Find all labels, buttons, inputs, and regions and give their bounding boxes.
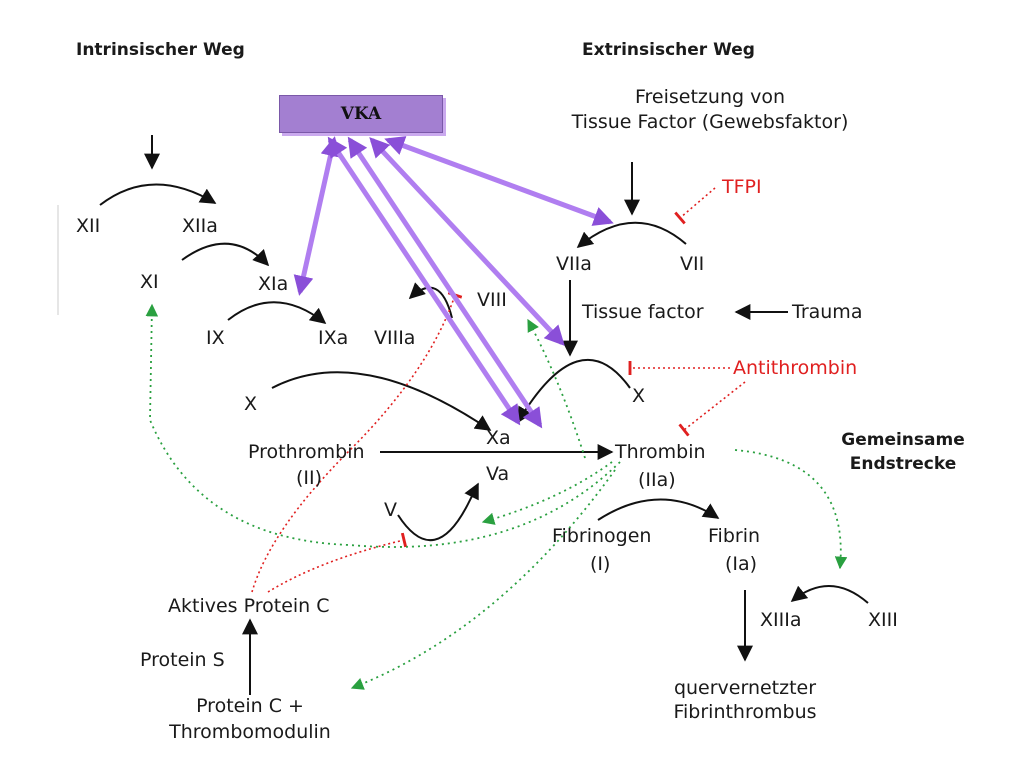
release-line-1: Freisetzung von <box>634 86 785 108</box>
factor-fibrin: Fibrin <box>708 525 761 547</box>
thrombus-line-1: quervernetzter <box>673 677 817 699</box>
factor-va: Va <box>486 463 510 485</box>
feedback-thrombin-to-xiii <box>734 449 848 570</box>
arrow-xi-to-xia <box>181 242 270 267</box>
label-tissue-factor: Tissue factor <box>582 301 704 323</box>
arrow-xiii-to-xiiia <box>790 585 869 604</box>
inhibit-tfpi <box>674 187 716 225</box>
factor-viii: VIII <box>477 289 507 311</box>
arrow-vii-to-viia <box>576 221 687 249</box>
label-active-protein-c: Aktives Protein C <box>168 595 330 617</box>
factor-viia: VIIa <box>556 253 592 275</box>
vka-arrow-vii <box>384 136 614 226</box>
heading-common-2: Endstrecke <box>849 454 957 474</box>
heading-extrinsic: Extrinsischer Weg <box>582 40 755 60</box>
vka-arrow-ii <box>327 136 521 426</box>
vka-arrow-x <box>347 136 543 429</box>
vka-arrows <box>293 136 614 429</box>
inhibit-antithrombin-thrombin <box>678 381 746 437</box>
factor-ix: IX <box>206 327 225 349</box>
inhibit-apc-v <box>267 532 408 593</box>
inhibitor-antithrombin: Antithrombin <box>733 357 858 379</box>
thrombus-line-2: Fibrinthrombus <box>673 701 817 723</box>
factor-xi: XI <box>140 271 159 293</box>
factor-vii: VII <box>680 253 705 275</box>
factor-ixa: IXa <box>318 327 349 349</box>
factor-prothrombin-num: (II) <box>296 467 323 489</box>
factor-v: V <box>384 499 397 521</box>
arrow-ix-to-ixa <box>227 301 327 324</box>
factor-xiiia: XIIIa <box>760 609 802 631</box>
inhibitor-tfpi: TFPI <box>722 176 762 198</box>
factor-xa: Xa <box>486 427 511 449</box>
release-line-2: Tissue Factor (Gewebsfaktor) <box>571 111 849 133</box>
factor-prothrombin: Prothrombin <box>248 441 365 463</box>
vka-arrow-ix <box>293 136 341 296</box>
factor-fibrinogen-num: (I) <box>590 553 611 575</box>
factor-xiia: XIIa <box>182 215 218 237</box>
arrow-x-right-to-xa <box>517 358 631 424</box>
factor-x-left: X <box>244 393 258 415</box>
heading-common-1: Gemeinsame <box>841 430 965 450</box>
arrow-fibrinogen-to-fibrin <box>597 498 720 521</box>
vka-label: VKA <box>340 104 382 124</box>
protein-c-line-2: Thrombomodulin <box>169 721 331 743</box>
factor-thrombin: Thrombin <box>615 441 706 463</box>
factor-xiii: XIII <box>868 609 898 631</box>
factor-fibrinogen: Fibrinogen <box>552 525 652 547</box>
arrow-xii-to-xiia <box>99 183 217 206</box>
label-trauma: Trauma <box>792 301 863 323</box>
protein-c-line-1: Protein C + <box>196 695 304 717</box>
feedback-thrombin-to-xi <box>145 303 621 548</box>
factor-x-right: X <box>632 385 646 407</box>
arrow-v-to-va <box>397 482 479 542</box>
vka-box: VKA <box>279 95 443 133</box>
factor-viiia: VIIIa <box>374 327 416 349</box>
factor-xii: XII <box>76 215 101 237</box>
heading-intrinsic: Intrinsischer Weg <box>76 40 245 60</box>
factor-fibrin-num: (Ia) <box>725 553 758 575</box>
label-protein-s: Protein S <box>140 649 225 671</box>
arrow-x-to-xa <box>271 371 492 431</box>
factor-thrombin-num: (IIa) <box>638 469 676 491</box>
feedback-thrombin-to-v <box>481 461 613 525</box>
factor-xia: XIa <box>258 273 289 295</box>
